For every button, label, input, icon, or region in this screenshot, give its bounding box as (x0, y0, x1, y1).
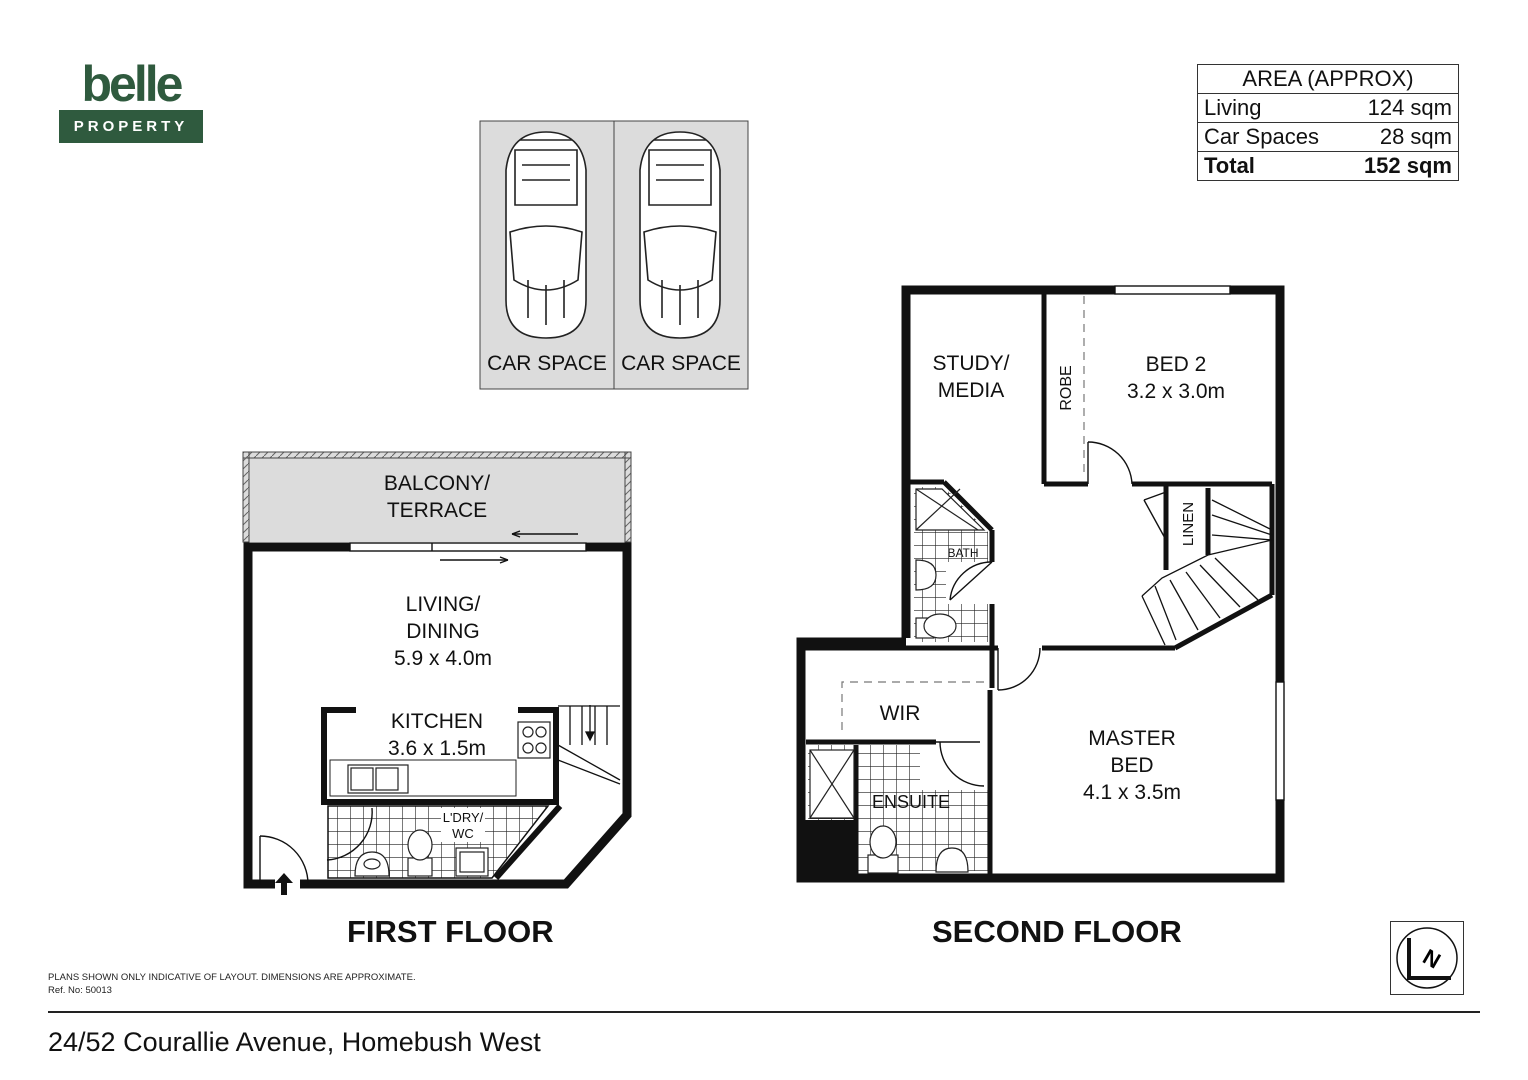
laundry-label: WC (452, 826, 474, 841)
balcony-label: TERRACE (387, 499, 487, 522)
bath-label: BATH (947, 546, 978, 560)
area-total-label: Total (1204, 153, 1255, 178)
area-row-value: 124 sqm (1367, 95, 1452, 120)
reference-number: Ref. No: 50013 (48, 985, 112, 996)
laundry-label: L'DRY/ (443, 810, 484, 825)
second-floor-plan: STUDY/ MEDIA ROBE BED 2 3.2 x 3.0m LINEN… (796, 285, 1285, 883)
north-compass-icon: N (1390, 921, 1464, 995)
kitchen-dimensions: 3.6 x 1.5m (388, 737, 486, 760)
area-row-car-spaces: Car Spaces 28 sqm (1198, 123, 1458, 152)
car-space-label: CAR SPACE (621, 352, 741, 375)
duct (800, 820, 858, 878)
living-dimensions: 5.9 x 4.0m (394, 647, 492, 670)
master-label: MASTER (1088, 727, 1176, 750)
master-dimensions: 4.1 x 3.5m (1083, 781, 1181, 804)
area-row-value: 28 sqm (1379, 124, 1452, 149)
toilet-icon (915, 613, 957, 639)
car-icon (639, 131, 721, 339)
basin-icon (935, 847, 969, 873)
brand-word: belle (81, 56, 184, 112)
disclaimer: PLANS SHOWN ONLY INDICATIVE OF LAYOUT. D… (48, 972, 416, 983)
robe-label: ROBE (1058, 365, 1075, 410)
balcony-label: BALCONY/ (384, 472, 490, 495)
area-total-value: 152 sqm (1363, 153, 1452, 178)
wir-label: WIR (880, 702, 921, 725)
car-spaces: CAR SPACE CAR SPACE (479, 120, 749, 390)
compass-letter: N (1419, 944, 1445, 974)
bed2-label: BED 2 (1146, 353, 1207, 376)
kitchen-label: KITCHEN (391, 710, 483, 733)
first-floor-plan: BALCONY/ TERRACE LIVING/ DINING 5.9 x 4.… (242, 451, 632, 895)
doors (936, 441, 1167, 787)
brand-logo: belle PROPERTY (59, 58, 203, 143)
study-label: STUDY/ (932, 352, 1009, 375)
linen-label: LINEN (1180, 502, 1197, 546)
shower-icon (809, 749, 855, 819)
entry-arrow-icon (275, 873, 293, 895)
toilet-icon (867, 825, 899, 874)
stairs (1141, 499, 1273, 646)
toilet-icon (407, 829, 433, 877)
bed2-dimensions: 3.2 x 3.0m (1127, 380, 1225, 403)
living-label: DINING (406, 620, 480, 643)
study-label: MEDIA (938, 379, 1005, 402)
sink-icon (347, 764, 409, 794)
car-space-label: CAR SPACE (487, 352, 607, 375)
brand-sub: PROPERTY (59, 110, 203, 143)
cooktop-icon (517, 721, 551, 759)
living-label: LIVING/ (406, 593, 481, 616)
entry-door (259, 807, 373, 885)
stairs (557, 705, 621, 785)
car-icon (505, 131, 587, 339)
area-row-label: Car Spaces (1204, 124, 1319, 149)
property-address: 24/52 Courallie Avenue, Homebush West (48, 1027, 541, 1057)
footer-divider (48, 1011, 1480, 1013)
area-row-total: Total 152 sqm (1198, 152, 1458, 180)
area-table-title: AREA (APPROX) (1198, 65, 1458, 94)
ensuite-label: ENSUITE (872, 792, 950, 812)
master-label: BED (1110, 754, 1153, 777)
area-table: AREA (APPROX) Living 124 sqm Car Spaces … (1197, 64, 1459, 181)
area-row-living: Living 124 sqm (1198, 94, 1458, 123)
shower-icon (915, 488, 986, 531)
basin-icon (915, 559, 937, 591)
second-floor-title: SECOND FLOOR (932, 914, 1182, 949)
first-floor-title: FIRST FLOOR (347, 914, 554, 949)
area-row-label: Living (1204, 95, 1262, 120)
laundry-tub-icon (455, 847, 489, 877)
basin-icon (354, 851, 390, 877)
balcony-area (243, 452, 631, 542)
